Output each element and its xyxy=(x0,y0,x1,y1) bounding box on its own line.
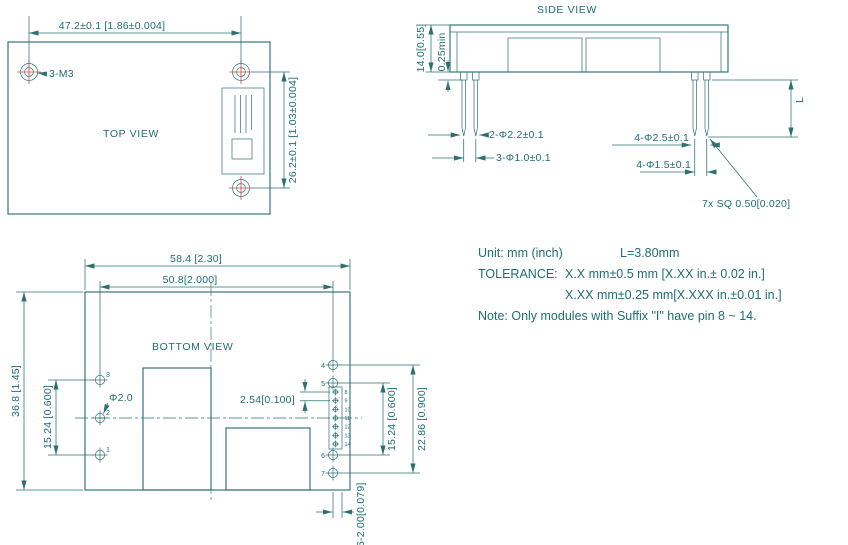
component-block-2 xyxy=(225,427,311,491)
pin-length-label: L xyxy=(794,97,806,103)
product-label xyxy=(221,87,265,175)
pin-5-label: 5 xyxy=(321,381,325,388)
dim-pin-span-right-outer: 22.86 [0.900] xyxy=(340,364,428,474)
pin-2: 2 xyxy=(92,410,110,426)
bottom-view-outline xyxy=(84,291,351,491)
pin-strip-8-14: 8 9 10 11 12 13 14 xyxy=(328,386,351,450)
mounting-hole-1 xyxy=(17,60,41,84)
bottom-view-title: BOTTOM VIEW xyxy=(152,341,233,353)
dim-pin-length: L xyxy=(708,79,806,138)
pin-7-label: 7 xyxy=(321,471,325,478)
mounting-holes-label: 3-M3 xyxy=(49,68,74,80)
dim-bottom-body-width-label: 58.4 [2.30] xyxy=(170,253,222,265)
pin-4: 4 xyxy=(321,357,341,373)
pin-2-label: 2 xyxy=(106,410,110,417)
pin-length-note: L=3.80mm xyxy=(620,246,679,260)
side-view: SIDE VIEW 14.0[0.55] xyxy=(415,4,806,210)
dim-right-pin-tip: 4-Φ1.5±0.1 xyxy=(636,139,717,176)
dim-left-pin-outer: 2-Φ2.2±0.1 xyxy=(428,129,544,141)
dim-bottom-body-width: 58.4 [2.30] xyxy=(84,253,351,290)
notes-block: Unit: mm (inch) L=3.80mm TOLERANCE: X.X … xyxy=(478,246,782,323)
dim-standoff: 0.25min xyxy=(436,33,462,92)
top-view-outline xyxy=(7,41,271,215)
side-view-title: SIDE VIEW xyxy=(537,4,597,16)
strip-pin-8: 8 xyxy=(332,388,348,396)
pin-6: 6 xyxy=(321,447,341,463)
component-block-1 xyxy=(142,367,212,491)
mounting-hole-3 xyxy=(229,176,253,200)
dim-pin-span-left-label: 15.24 [0.600] xyxy=(42,385,54,449)
top-view-title: TOP VIEW xyxy=(103,128,159,140)
bottom-view: BOTTOM VIEW 3 2 1 Φ2.0 4 xyxy=(10,253,428,545)
top-view: 47.2±0.1 [1.86±0.004] 26.2±0.1 [1.03±0.0… xyxy=(7,16,299,215)
strip-pin-10: 10 xyxy=(332,405,351,413)
strip-pin-11-label: 11 xyxy=(345,416,351,422)
pin-1-label: 1 xyxy=(106,447,110,454)
pin-1: 1 xyxy=(92,447,110,463)
dim-pin-span-right: 15.24 [0.600] xyxy=(340,382,398,456)
dim-right-pin-outer: 4-Φ2.5±0.1 xyxy=(612,132,720,148)
dim-right-pin-tip-label: 4-Φ1.5±0.1 xyxy=(636,159,691,171)
side-view-body xyxy=(449,24,729,73)
strip-pin-11: 11 xyxy=(332,414,351,422)
dim-top-height-label: 26.2±0.1 [1.03±0.004] xyxy=(287,77,299,183)
pin-6-label: 6 xyxy=(321,453,325,460)
dim-left-pin-tip-label: 3-Φ1.0±0.1 xyxy=(496,152,551,164)
pin-3: 3 xyxy=(92,372,110,388)
dim-right-pin-outer-label: 4-Φ2.5±0.1 xyxy=(634,132,689,144)
pin-7: 7 xyxy=(321,465,341,481)
pin-hole-dia-callout: Φ2.0 xyxy=(103,392,133,414)
pin-hole-dia-label: Φ2.0 xyxy=(109,392,133,404)
dim-left-pin-outer-label: 2-Φ2.2±0.1 xyxy=(489,129,544,141)
strip-pin-12: 12 xyxy=(332,423,351,431)
dim-pin-span-right-outer-label: 22.86 [0.900] xyxy=(416,387,428,451)
dim-body-height-label: 14.0[0.55] xyxy=(415,24,427,73)
tolerance-line-1: X.X mm±0.5 mm [X.XX in.± 0.02 in.] xyxy=(565,267,765,281)
pin-3-label: 3 xyxy=(106,372,110,379)
strip-pin-8-label: 8 xyxy=(345,390,348,396)
dim-pin-pitch: 2.54[0.100] xyxy=(240,379,330,413)
mounting-holes-callout: 3-M3 xyxy=(37,68,74,80)
pin-5: 5 xyxy=(321,375,341,391)
dim-pin-span-left: 15.24 [0.600] xyxy=(42,379,94,456)
strip-pin-14: 14 xyxy=(332,440,351,448)
unit-note: Unit: mm (inch) xyxy=(478,246,563,260)
dim-bottom-body-height-label: 36.8 [1.45] xyxy=(10,365,22,417)
strip-pin-9: 9 xyxy=(332,397,348,405)
pin-4-label: 4 xyxy=(321,363,325,370)
dim-pin-span-right-label: 15.24 [0.600] xyxy=(386,387,398,451)
side-view-pins-right xyxy=(691,71,711,137)
strip-pin-9-label: 9 xyxy=(345,399,348,405)
dim-top-height: 26.2±0.1 [1.03±0.004] xyxy=(252,71,299,189)
dim-pin-pitch-label: 2.54[0.100] xyxy=(240,394,295,406)
strip-pin-10-label: 10 xyxy=(345,407,351,413)
strip-pin-13-label: 13 xyxy=(345,433,351,439)
dim-left-pin-tip: 3-Φ1.0±0.1 xyxy=(432,139,551,164)
strip-pin-14-label: 14 xyxy=(345,442,351,448)
dim-pin-edge-label: 6-2.00[0.079] xyxy=(355,482,367,545)
tolerance-label: TOLERANCE: xyxy=(478,267,558,281)
dim-bottom-body-height: 36.8 [1.45] xyxy=(10,291,83,491)
strip-pin-13: 13 xyxy=(332,431,351,439)
tolerance-line-2: X.XX mm±0.25 mm[X.XXX in.±0.01 in.] xyxy=(565,288,782,302)
pin-square-callout: 7x SQ 0.50[0.020] xyxy=(702,138,790,210)
dim-standoff-label: 0.25min xyxy=(436,33,448,72)
suffix-note: Note: Only modules with Suffix "I" have … xyxy=(478,309,757,323)
pin-square-label: 7x SQ 0.50[0.020] xyxy=(702,198,790,210)
dim-body-height: 14.0[0.55] xyxy=(415,24,450,73)
dim-pin-span-horizontal: 50.8[2.000] xyxy=(99,274,334,374)
side-view-pins-left xyxy=(460,71,480,137)
dim-pin-edge: 6-2.00[0.079] xyxy=(316,482,367,545)
dim-top-width-label: 47.2±0.1 [1.86±0.004] xyxy=(59,20,165,32)
dim-pin-span-horizontal-label: 50.8[2.000] xyxy=(163,274,218,286)
dim-top-width: 47.2±0.1 [1.86±0.004] xyxy=(28,16,242,63)
strip-pin-12-label: 12 xyxy=(345,425,351,431)
mounting-hole-2 xyxy=(229,60,253,84)
